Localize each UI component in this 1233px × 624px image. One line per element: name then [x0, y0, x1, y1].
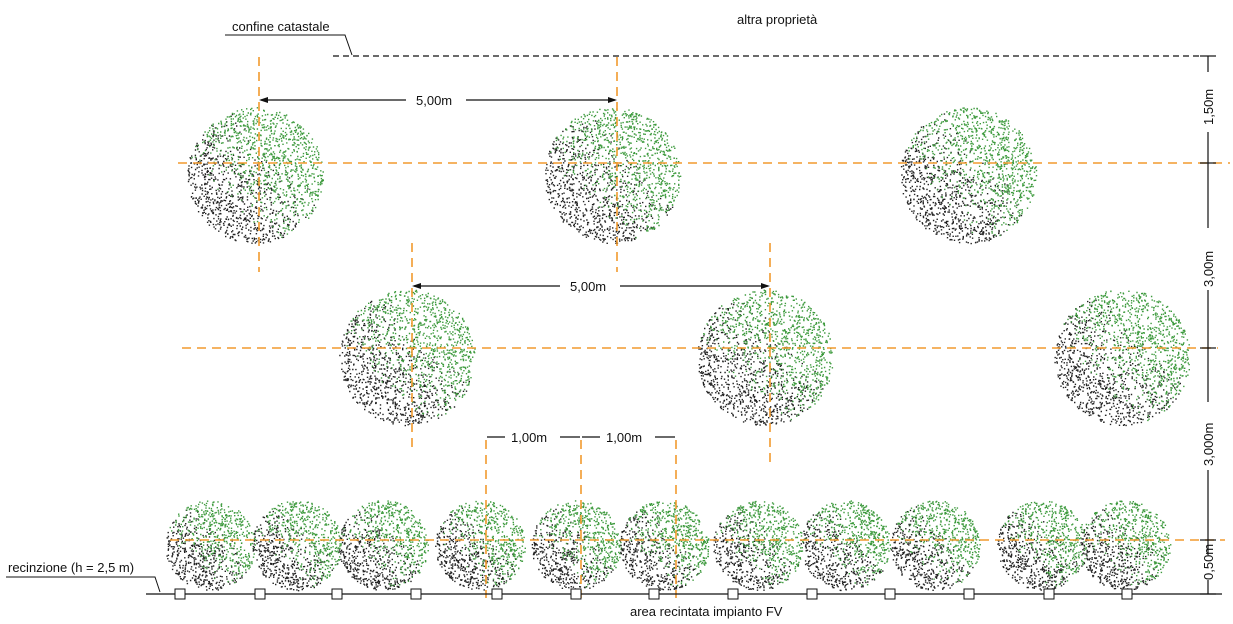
fence-post-7	[648, 588, 660, 600]
hedge-shrub-3	[338, 500, 429, 591]
foliage-light	[804, 500, 892, 586]
dim-row1-label: 5,00m	[416, 93, 452, 108]
foliage-light	[256, 501, 342, 587]
foliage-light	[626, 501, 710, 587]
fence-post-5	[491, 588, 503, 600]
foliage-dark	[1080, 509, 1163, 592]
dim-hedge-label-b: 1,00m	[606, 430, 642, 445]
dim-vertical-3: 3,000m	[1201, 423, 1216, 466]
fence-post-1	[174, 588, 186, 600]
dim-vertical-4: 0,50m	[1201, 544, 1216, 580]
foliage-dark	[997, 510, 1083, 591]
fence-post-10	[884, 588, 896, 600]
dim-vertical-2: 3,00m	[1201, 251, 1216, 287]
foliage-dark	[619, 511, 699, 591]
foliage-light	[345, 289, 476, 417]
fence-leader	[6, 576, 161, 593]
tree-row2-1	[339, 289, 476, 427]
hedge-shrub-5	[531, 500, 623, 592]
tree-row1-3	[900, 107, 1038, 245]
tree-row2-2	[698, 289, 834, 426]
fence-post-12	[1043, 588, 1055, 600]
fence-post-9	[806, 588, 818, 600]
hedge-shrub-11	[1080, 500, 1172, 592]
foliage-dark	[890, 506, 974, 591]
foliage-light	[440, 500, 526, 586]
tree-row1-2	[545, 108, 682, 244]
foliage-light	[897, 500, 981, 583]
foliage-dark	[545, 120, 674, 244]
hedge-shrub-7	[713, 500, 805, 591]
fence-post-6	[570, 588, 582, 600]
dim-row2-arrow-right	[761, 283, 770, 289]
foliage-light	[535, 500, 623, 588]
cadastral-boundary-leader	[225, 34, 353, 56]
dim-row2-arrow-left	[412, 283, 421, 289]
dim-vertical-1: 1,50m	[1201, 89, 1216, 125]
fence-label: recinzione (h = 2,5 m)	[8, 560, 134, 575]
foliage-dark	[800, 510, 884, 592]
fence-post-13	[1121, 588, 1133, 600]
foliage-dark	[531, 508, 614, 592]
dim-vertical-chain	[1200, 55, 1216, 595]
foliage-dark	[166, 509, 247, 591]
fence-post-2	[254, 588, 266, 600]
fence-posts	[174, 588, 1133, 600]
foliage-dark	[339, 299, 470, 427]
fenced-area-label: area recintata impianto FV	[630, 604, 783, 619]
tree-row2-3	[1054, 290, 1190, 427]
foliage-light	[550, 108, 682, 239]
other-property-label: altra proprietà	[737, 12, 818, 27]
hedge-shrub-8	[800, 500, 892, 592]
foliage-light	[701, 289, 834, 421]
foliage-light	[1085, 500, 1172, 586]
foliage-light	[169, 500, 256, 584]
hedge-shrub-2	[252, 501, 342, 592]
hedge-shrub-6	[619, 501, 710, 591]
hedge-shrub-1	[166, 500, 256, 591]
foliage-light	[191, 107, 324, 238]
fence-post-8	[727, 588, 739, 600]
hedge-shrub-4	[435, 500, 526, 591]
axis-lines	[170, 57, 1230, 598]
foliage-dark	[900, 113, 1023, 245]
foliage-dark	[338, 509, 420, 591]
trees-layer	[166, 107, 1190, 592]
foliage-dark	[713, 507, 800, 591]
dim-row1-arrow-right	[608, 97, 617, 103]
foliage-light	[1002, 501, 1088, 587]
fence-post-4	[410, 588, 422, 600]
foliage-dark	[435, 507, 517, 591]
fence-post-3	[331, 588, 343, 600]
foliage-dark	[1054, 299, 1181, 427]
foliage-dark	[698, 303, 824, 426]
dim-hedge-label-a: 1,00m	[511, 430, 547, 445]
tree-row1-1	[187, 107, 324, 244]
hedge-shrub-10	[997, 501, 1088, 591]
foliage-light	[908, 107, 1038, 237]
dim-row2-label: 5,00m	[570, 279, 606, 294]
fence-post-11	[963, 588, 975, 600]
foliage-light	[716, 500, 805, 585]
cadastral-boundary-label: confine catastale	[232, 19, 330, 34]
dim-row1-arrow-left	[259, 97, 268, 103]
hedge-shrub-9	[890, 500, 981, 591]
